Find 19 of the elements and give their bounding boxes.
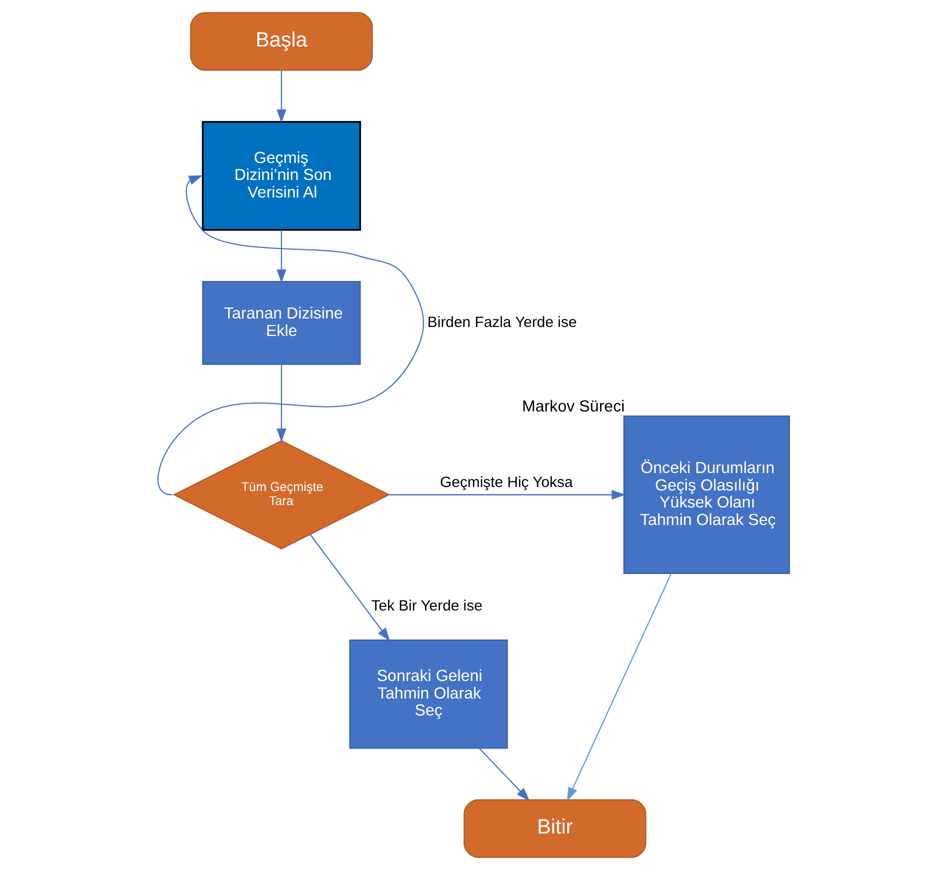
arrow	[566, 573, 672, 802]
node-box: Önceki Durumların Geçiş Olasılığı Yüksek Olanı Tahmin Olarak Seç	[623, 415, 790, 574]
arrow	[478, 748, 530, 802]
arrow	[276, 364, 286, 442]
node-label: Markov Süreci	[522, 398, 625, 416]
arrow	[310, 534, 390, 642]
node-box: Geçmiş Dizini’nin Son Verisini Al	[202, 120, 362, 231]
node-box: Taranan Dizisine Ekle	[202, 281, 361, 365]
arrow	[389, 490, 626, 500]
edge-label: Birden Fazla Yerde ise	[427, 314, 577, 331]
arrow	[158, 175, 424, 496]
arrow	[276, 230, 286, 284]
edge-label: Tek Bir Yerde ise	[371, 598, 482, 615]
node-box: Bitir	[464, 799, 646, 858]
arrow	[276, 70, 286, 124]
edge-label: Geçmişte Hiç Yoksa	[440, 474, 573, 492]
node-diamond: Tüm Geçmişte Tara	[172, 440, 390, 550]
node-box: Başla	[190, 12, 373, 71]
node-box: Sonraki Geleni Tahmin Olarak Seç	[349, 640, 508, 749]
